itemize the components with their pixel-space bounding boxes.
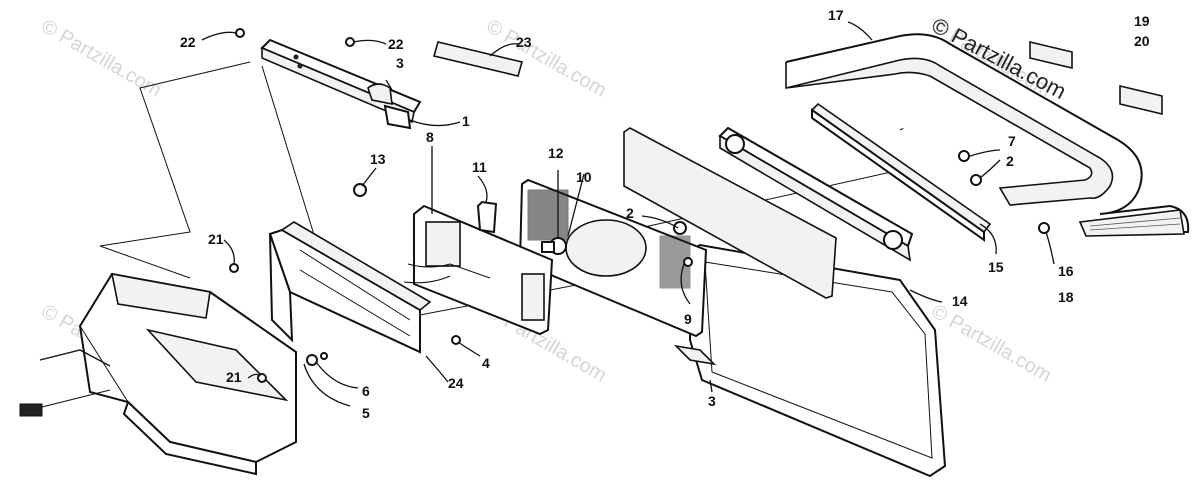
callout-10: 10	[576, 169, 592, 185]
callout-5: 5	[362, 405, 370, 421]
callout-12: 12	[548, 145, 564, 161]
reflector-19	[1029, 40, 1073, 70]
callout-13: 13	[370, 151, 386, 167]
rear-bumper	[785, 33, 1190, 237]
callout-3: 3	[396, 55, 404, 71]
callout-15: 15	[988, 259, 1004, 275]
small-bracket	[476, 200, 498, 234]
callout-17: 17	[828, 7, 844, 23]
callout-1: 1	[462, 113, 470, 129]
callout-8: 8	[426, 129, 434, 145]
backing-plate	[623, 127, 837, 299]
callout-18: 18	[1058, 289, 1074, 305]
middle-housing	[268, 221, 432, 354]
watermark: © Partzilla.com	[928, 300, 1056, 386]
mounting-strip-face	[811, 108, 985, 242]
callout-labels: 22 22 23 3 1 8 11 13 12 10 2 21 21 9 4 2…	[180, 7, 1150, 421]
callout-20: 20	[1134, 33, 1150, 49]
reflector-20	[1119, 84, 1163, 116]
wire-harness	[19, 349, 111, 417]
callout-3: 3	[708, 393, 716, 409]
watermark: © Partzilla.com	[38, 15, 166, 101]
callout-22: 22	[180, 34, 196, 50]
main-housing	[78, 272, 297, 476]
callout-24: 24	[448, 375, 464, 391]
callout-9: 9	[684, 311, 692, 327]
small-plate	[673, 344, 717, 366]
callout-6: 6	[362, 383, 370, 399]
tail-light-lens	[518, 178, 708, 338]
light-housing	[403, 204, 554, 336]
callout-21: 21	[226, 369, 242, 385]
callout-14: 14	[952, 293, 968, 309]
callout-19: 19	[1134, 13, 1150, 29]
bulb	[541, 237, 567, 255]
callout-2: 2	[1006, 153, 1014, 169]
trim-strip	[433, 41, 523, 77]
top-mounting-bracket	[260, 38, 422, 130]
callout-2: 2	[626, 205, 634, 221]
callout-16: 16	[1058, 263, 1074, 279]
callout-7: 7	[1008, 133, 1016, 149]
hardware	[229, 28, 1050, 383]
leader-lines	[201, 21, 1055, 407]
callout-22: 22	[388, 36, 404, 52]
rear-panel	[689, 126, 947, 478]
callout-23: 23	[516, 34, 532, 50]
callout-4: 4	[482, 355, 490, 371]
callout-11: 11	[472, 159, 487, 175]
callout-21: 21	[208, 231, 224, 247]
